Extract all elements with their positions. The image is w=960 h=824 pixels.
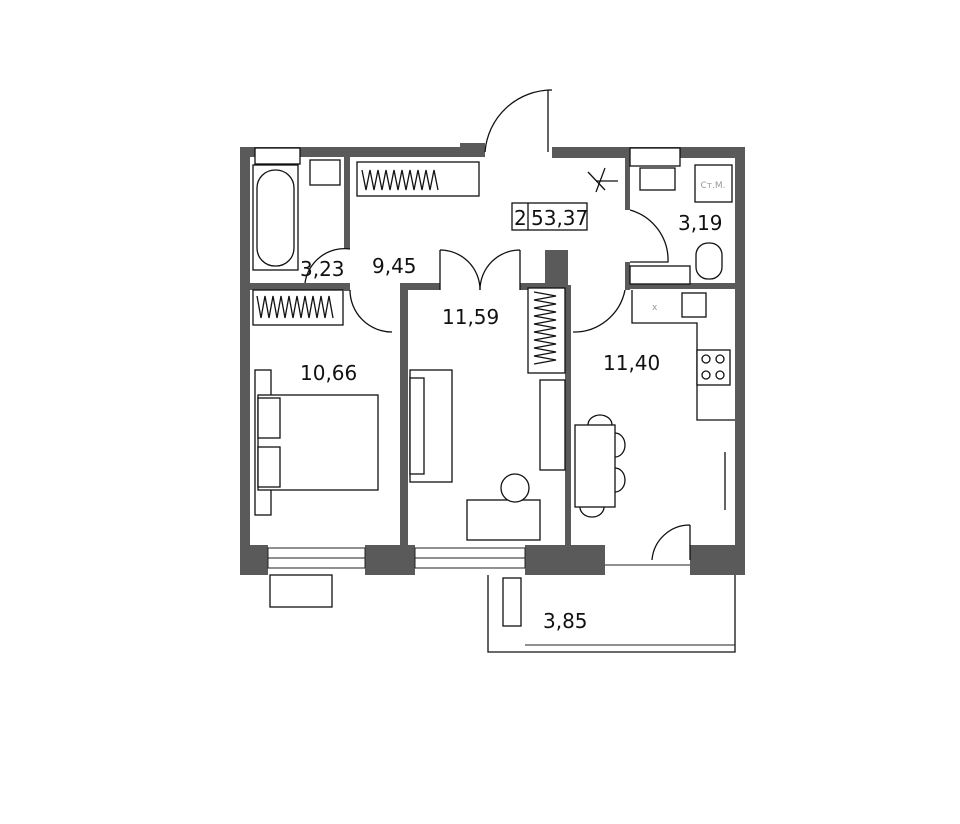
balcony bbox=[487, 575, 736, 653]
area-bathroom: 3,23 bbox=[300, 257, 345, 281]
washing-machine-label: Ст.М. bbox=[700, 181, 725, 191]
wc-cabinet bbox=[629, 147, 681, 167]
kitchen-counter bbox=[631, 290, 735, 421]
doors bbox=[304, 89, 691, 561]
room-count: 2 bbox=[514, 206, 527, 230]
dining-table bbox=[574, 414, 626, 518]
desk bbox=[466, 499, 541, 541]
fridge-label: x bbox=[652, 303, 658, 313]
apartment-badge: 2 53,37 bbox=[511, 202, 588, 231]
desk-chair bbox=[500, 473, 530, 503]
windows bbox=[267, 547, 690, 608]
tv-stand bbox=[539, 379, 566, 471]
wardrobe-bedroom bbox=[252, 289, 344, 326]
bathtub bbox=[252, 147, 301, 271]
area-living-room: 11,59 bbox=[442, 305, 499, 329]
bathroom-sink bbox=[309, 159, 341, 186]
wardrobe-living bbox=[527, 287, 566, 374]
ceiling-light-icon bbox=[587, 167, 618, 193]
area-balcony: 3,85 bbox=[543, 609, 588, 633]
total-area: 53,37 bbox=[531, 206, 588, 230]
area-wc: 3,19 bbox=[678, 211, 723, 235]
interior-walls bbox=[250, 157, 735, 545]
wc-sink bbox=[639, 167, 676, 191]
area-hallway: 9,45 bbox=[372, 254, 417, 278]
wc-cabinet-lower bbox=[629, 265, 691, 285]
area-bedroom: 10,66 bbox=[300, 361, 357, 385]
toilet bbox=[695, 242, 723, 280]
washing-machine bbox=[694, 164, 733, 203]
area-kitchen: 11,40 bbox=[603, 351, 660, 375]
sofa bbox=[409, 369, 453, 483]
wardrobe-hall bbox=[356, 161, 480, 197]
bed bbox=[254, 369, 379, 516]
